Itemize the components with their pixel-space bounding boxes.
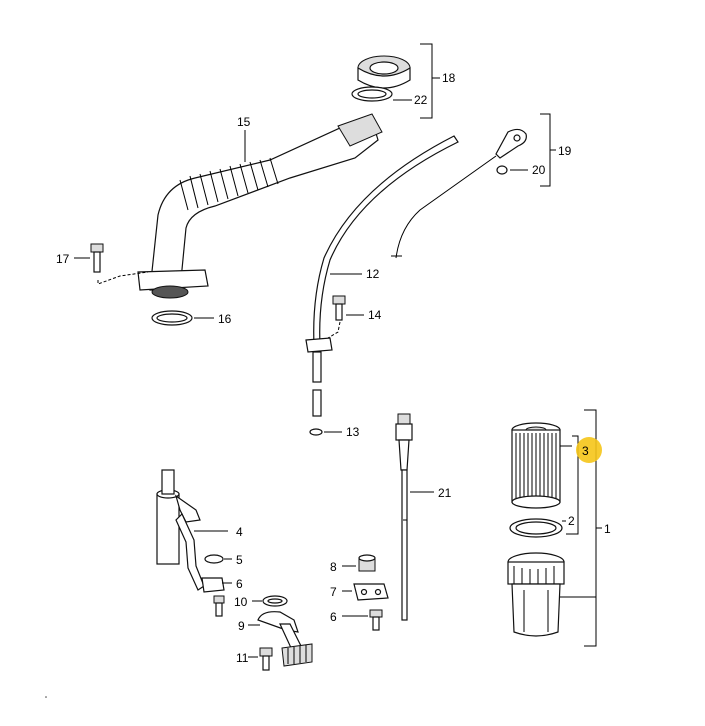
callout-15[interactable]: 15 — [237, 115, 251, 129]
gasket-part-16[interactable] — [151, 310, 193, 326]
pipe-assembly-part-4[interactable] — [156, 469, 225, 593]
callout-21[interactable]: 21 — [438, 486, 452, 500]
callout-4[interactable]: 4 — [236, 525, 243, 539]
bolt-part-6-lower[interactable] — [369, 609, 383, 631]
callout-3[interactable]: 3 — [582, 444, 589, 458]
callout-16[interactable]: 16 — [218, 312, 232, 326]
bolt-part-14[interactable] — [332, 295, 346, 321]
rod-part-21[interactable] — [395, 413, 413, 621]
bolt-part-11[interactable] — [259, 647, 273, 671]
bolt-part-6-upper[interactable] — [213, 595, 225, 617]
filter-element-part-3[interactable] — [511, 422, 561, 509]
callout-18[interactable]: 18 — [442, 71, 456, 85]
filler-cap-part-18[interactable] — [357, 55, 411, 89]
callout-2[interactable]: 2 — [568, 514, 575, 528]
dipstick-guide-tube-part-12[interactable] — [305, 135, 459, 417]
callout-22[interactable]: 22 — [414, 93, 428, 107]
callout-8[interactable]: 8 — [330, 560, 337, 574]
seal-ring-part-2[interactable] — [509, 518, 563, 538]
callout-6-upper[interactable]: 6 — [236, 577, 243, 591]
callout-19[interactable]: 19 — [558, 144, 572, 158]
callout-17[interactable]: 17 — [56, 252, 70, 266]
callout-9[interactable]: 9 — [238, 619, 245, 633]
filter-housing-part-1[interactable] — [507, 552, 565, 637]
ring-part-10[interactable] — [262, 595, 288, 607]
callout-20[interactable]: 20 — [532, 163, 546, 177]
ring-part-5[interactable] — [204, 554, 224, 564]
speck — [45, 696, 47, 698]
nut-part-8[interactable] — [358, 554, 376, 572]
highlight-marker — [576, 437, 602, 463]
seal-ring-part-22[interactable] — [351, 86, 393, 102]
filler-hose-part-15[interactable] — [137, 113, 383, 299]
callout-10[interactable]: 10 — [234, 595, 248, 609]
callout-11[interactable]: 11 — [236, 651, 249, 665]
callout-13[interactable]: 13 — [346, 425, 360, 439]
bracket-part-7[interactable] — [353, 583, 389, 601]
washer-part-13[interactable] — [309, 428, 323, 436]
dipstick-part-19[interactable] — [391, 128, 527, 259]
o-ring-part-20[interactable] — [496, 165, 508, 175]
pickup-part-9[interactable] — [257, 611, 313, 667]
callout-1[interactable]: 1 — [604, 522, 611, 536]
callout-6-lower[interactable]: 6 — [330, 610, 337, 624]
callout-12[interactable]: 12 — [366, 267, 380, 281]
callout-7[interactable]: 7 — [330, 585, 337, 599]
bolt-part-17[interactable] — [90, 243, 104, 273]
callout-5[interactable]: 5 — [236, 553, 243, 567]
callout-14[interactable]: 14 — [368, 308, 382, 322]
